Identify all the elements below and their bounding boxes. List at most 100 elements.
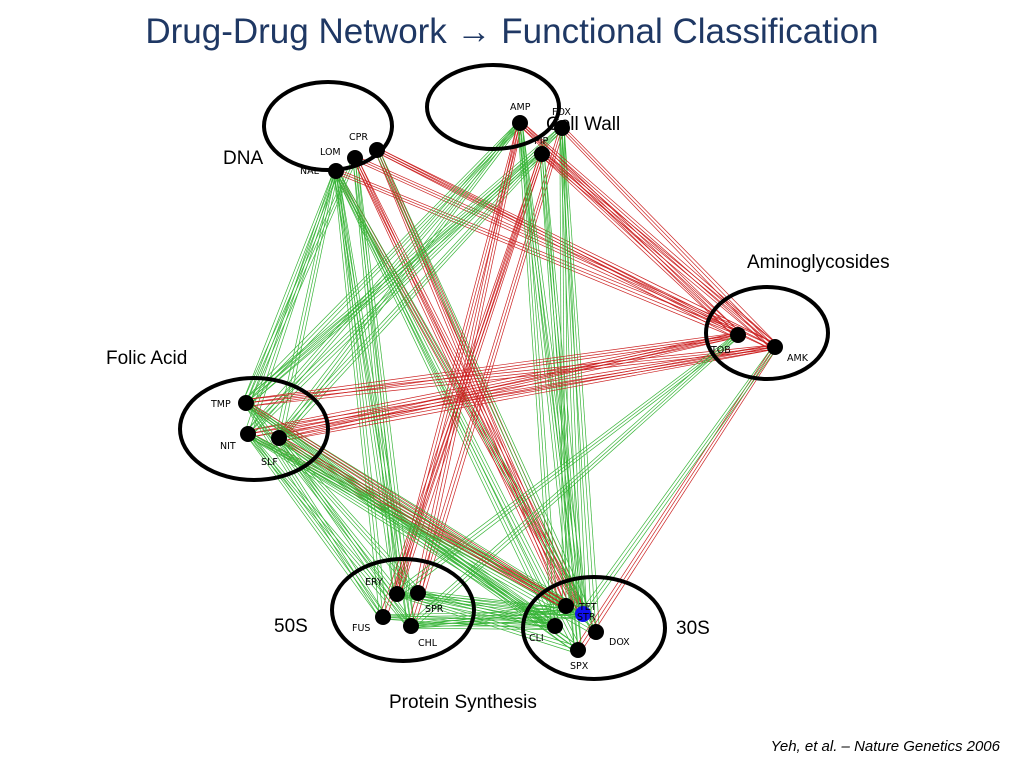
edge-line	[410, 334, 739, 627]
edge-line	[278, 344, 775, 435]
edge-line	[582, 346, 776, 615]
edge-line	[247, 433, 412, 627]
edge-line	[276, 152, 541, 436]
node-str	[558, 598, 574, 614]
edge-TOB-CHL	[408, 333, 740, 629]
citation: Yeh, et al. – Nature Genetics 2006	[770, 738, 1000, 755]
edge-line	[242, 170, 335, 402]
node-label-ery: ERY	[365, 577, 383, 588]
edge-line	[245, 334, 739, 404]
edge-line	[245, 122, 521, 404]
edge-line	[242, 156, 354, 402]
edge-line	[394, 332, 737, 592]
edge-SLF-STR	[277, 435, 568, 610]
edge-line	[355, 155, 777, 345]
edge-line	[281, 124, 523, 441]
ellipse-dna	[262, 80, 394, 172]
edge-line	[246, 435, 409, 629]
node-nit	[240, 426, 256, 442]
edge-CHL-STR	[410, 602, 567, 629]
ellipse-30s	[521, 575, 667, 681]
edge-line	[563, 126, 778, 345]
edge-line	[517, 123, 575, 651]
edge-line	[277, 439, 416, 596]
edge-line	[247, 401, 387, 616]
edge-ERY-TET	[396, 591, 584, 618]
edge-line	[376, 149, 776, 348]
node-label-str: STR	[577, 612, 596, 623]
edge-line	[519, 122, 776, 348]
edge-line	[560, 129, 773, 350]
edge-line	[541, 153, 584, 615]
group-label-folicacid: Folic Acid	[106, 348, 187, 369]
edge-line	[521, 121, 778, 345]
node-label-chl: CHL	[418, 638, 438, 649]
node-fox	[554, 120, 570, 136]
edge-FOX-AMK	[560, 126, 778, 350]
edge-line	[246, 400, 569, 604]
edge-line	[250, 129, 564, 437]
edge-line	[396, 595, 578, 654]
node-label-fox: FOX	[552, 107, 571, 118]
node-pip	[534, 146, 550, 162]
group-label-30s: 30S	[676, 618, 710, 639]
edge-line	[413, 336, 740, 629]
edge-line	[541, 153, 739, 336]
edge-PIP-TOB	[540, 152, 741, 338]
node-label-tmp: TMP	[210, 399, 231, 410]
edge-line	[275, 121, 519, 437]
edge-line	[278, 437, 567, 607]
edge-line	[585, 348, 778, 617]
edge-line	[243, 121, 519, 401]
edge-line	[577, 346, 776, 651]
edge-PIP-SPX	[539, 153, 582, 651]
edge-AMP-SPR	[414, 122, 523, 594]
node-slf	[271, 430, 287, 446]
edge-line	[247, 122, 521, 435]
edge-line	[335, 170, 584, 615]
edge-line	[244, 404, 582, 618]
node-label-nal: NAL	[300, 166, 320, 177]
node-tet	[575, 606, 591, 622]
node-cpr	[369, 142, 385, 158]
edge-AMK-TET	[579, 345, 778, 617]
node-label-pip: PIP	[534, 136, 549, 147]
node-chl	[403, 618, 419, 634]
edge-line	[278, 437, 556, 627]
edge-PIP-TMP	[243, 152, 544, 406]
edge-line	[541, 153, 579, 651]
edge-line	[396, 593, 579, 651]
node-nal	[328, 163, 344, 179]
edge-line	[245, 332, 738, 400]
edge-line	[243, 152, 541, 401]
group-label-protein-synthesis: Protein Synthesis	[389, 692, 537, 713]
ellipse-cellwall	[425, 63, 561, 151]
edge-line	[382, 153, 543, 618]
edge-line	[248, 348, 776, 438]
edge-line	[561, 127, 776, 348]
node-label-nit: NIT	[220, 441, 236, 452]
edge-line	[356, 156, 587, 613]
edge-line	[410, 127, 563, 627]
edge-line	[543, 153, 587, 614]
edge-line	[245, 346, 776, 404]
edge-line	[574, 345, 774, 649]
edge-line	[519, 122, 556, 627]
edge-line	[543, 153, 582, 650]
edge-line	[393, 122, 519, 594]
edge-line	[539, 154, 575, 651]
ellipse-aminoglycosides	[704, 285, 830, 381]
edge-line	[377, 147, 777, 345]
edge-layer	[242, 121, 778, 654]
edge-line	[278, 334, 739, 439]
edge-line	[247, 346, 776, 435]
node-amp	[512, 115, 528, 131]
edge-line	[580, 348, 778, 653]
edge-line	[278, 122, 521, 439]
edge-PIP-FUS	[379, 153, 545, 619]
node-ery	[389, 586, 405, 602]
group-label-aminoglycosides: Aminoglycosides	[747, 252, 890, 273]
edge-line	[396, 595, 583, 618]
edge-line	[245, 121, 519, 432]
